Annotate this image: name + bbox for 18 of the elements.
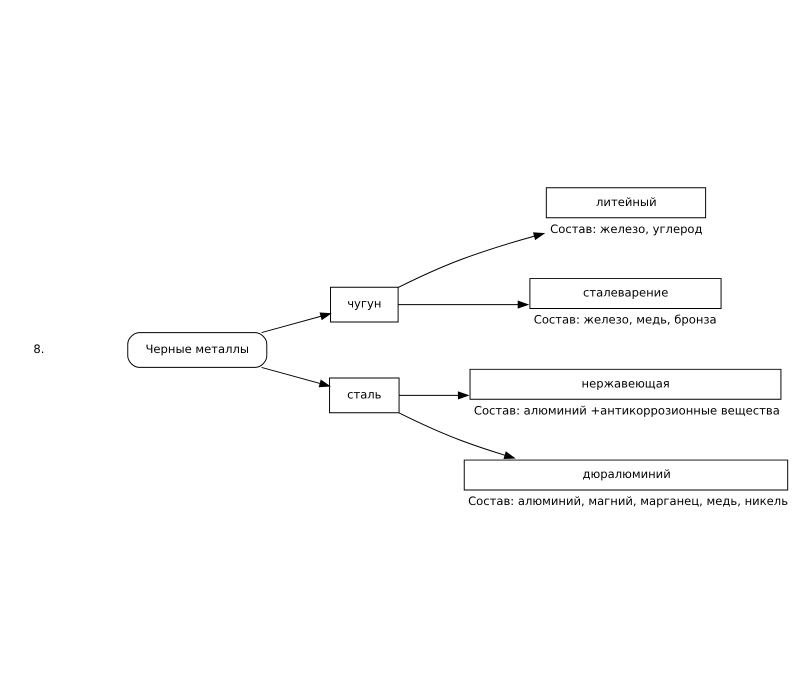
node-box: сталь <box>329 377 400 413</box>
arrow <box>398 390 470 399</box>
node-box: чугун <box>330 286 399 322</box>
node-box: нержавеющая <box>470 368 782 400</box>
arrow <box>398 412 516 459</box>
node-box: литейный <box>546 186 706 218</box>
arrow <box>398 300 530 308</box>
node-box: Черные металлы <box>127 332 268 368</box>
node-box: сталеварение <box>529 278 722 308</box>
label: 8. <box>33 341 44 356</box>
node-label: Состав: алюминий, магний, марганец, медь, никель <box>468 494 788 508</box>
node-box: дюралюминий <box>464 459 788 490</box>
arrow <box>398 232 546 288</box>
node-label: Состав: железо, медь, бронза <box>534 312 717 326</box>
arrow <box>261 366 331 387</box>
node-label: Состав: алюминий +антикоррозионные вещества <box>474 402 780 417</box>
arrow <box>261 312 332 333</box>
node-label: Состав: железо, углерод <box>550 221 703 236</box>
